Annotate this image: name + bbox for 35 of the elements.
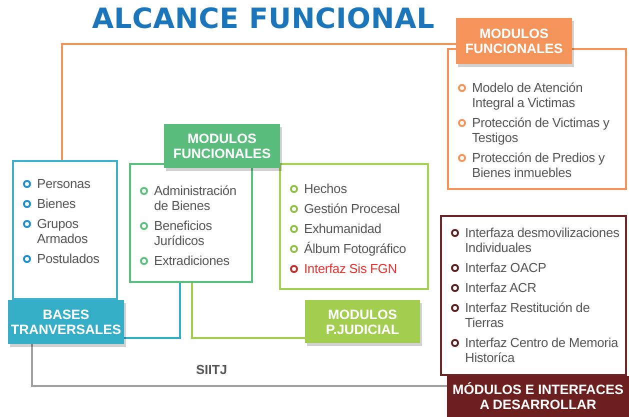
list-item: Exhumanidad xyxy=(289,221,423,236)
module-panel xyxy=(12,160,118,300)
module-panel xyxy=(440,215,627,376)
heading-tag: BASES TRANVERSALES xyxy=(8,300,124,344)
heading-tag: MÓDULOS E INTERFACES A DESARROLLAR xyxy=(447,376,629,417)
connector-line xyxy=(31,344,447,387)
list-item: Protección de Predios y Bienes inmuebles xyxy=(457,150,621,180)
connector-line xyxy=(61,43,456,160)
list-item: Interfaz Centro de Memoria Historíca xyxy=(450,335,621,365)
heading-tag: MODULOS FUNCIONALES xyxy=(164,124,280,168)
list-item: Grupos Armados xyxy=(22,216,112,246)
connector-line xyxy=(191,283,305,339)
list-item: Protección de Victimas y Testigos xyxy=(457,115,621,145)
list-item: Modelo de Atención Integral a Victimas xyxy=(457,80,621,110)
edge-label: SIITJ xyxy=(196,362,228,377)
title: ALCANCE FUNCIONAL xyxy=(92,2,435,35)
list-item: Hechos xyxy=(289,181,423,196)
list-item: Personas xyxy=(22,176,112,191)
list-item: Interfaza desmovilizaciones Individuales xyxy=(450,225,621,255)
list-item: Postulados xyxy=(22,251,112,266)
module-panel xyxy=(129,163,253,283)
list-item: Extradiciones xyxy=(139,253,247,268)
heading-tag: MODULOS P.JUDICIAL xyxy=(305,300,420,343)
connector-line xyxy=(124,283,181,339)
list-item: Interfaz ACR xyxy=(450,280,621,295)
heading-tag: MODULOS FUNCIONALES xyxy=(456,18,572,64)
list-item: Interfaz Sis FGN xyxy=(289,261,423,276)
list-item: Interfaz Restitución de Tierras xyxy=(450,300,621,330)
list-item: Álbum Fotográfico xyxy=(289,241,423,256)
module-panel xyxy=(279,163,429,290)
list-item: Interfaz OACP xyxy=(450,260,621,275)
list-item: Bienes xyxy=(22,196,112,211)
list-item: Gestión Procesal xyxy=(289,201,423,216)
list-item: Administración de Bienes xyxy=(139,183,247,213)
list-item: Beneficios Jurídicos xyxy=(139,218,247,248)
